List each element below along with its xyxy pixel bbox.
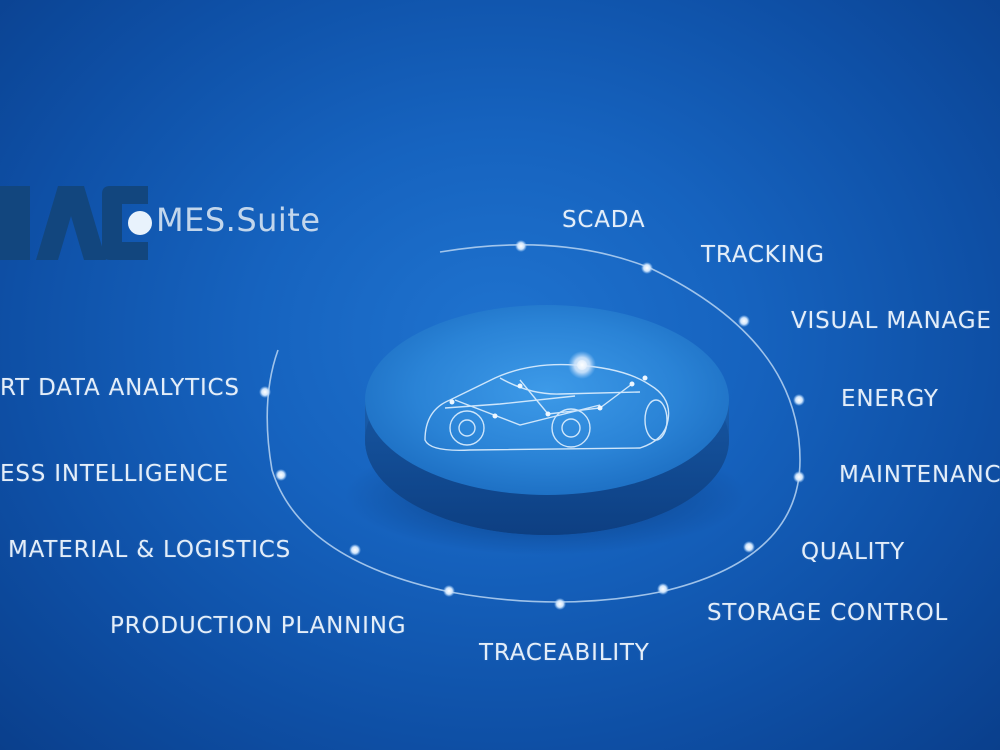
module-tracking[interactable]: TRACKING bbox=[701, 242, 825, 268]
module-traceability[interactable]: TRACEABILITY bbox=[479, 640, 650, 666]
ring-node bbox=[554, 598, 566, 610]
ring-node bbox=[275, 469, 287, 481]
ring-node bbox=[657, 583, 669, 595]
ring-node bbox=[349, 544, 361, 556]
ring-node bbox=[738, 315, 750, 327]
module-energy[interactable]: ENERGY bbox=[841, 386, 939, 412]
module-storage-control[interactable]: STORAGE CONTROL bbox=[707, 600, 949, 626]
ring-node bbox=[443, 585, 455, 597]
module-material-logistics[interactable]: MATERIAL & LOGISTICS bbox=[8, 537, 292, 563]
ring-node bbox=[743, 541, 755, 553]
module-smart-data-analytics[interactable]: RT DATA ANALYTICS bbox=[0, 375, 240, 401]
module-scada[interactable]: SCADA bbox=[562, 207, 646, 233]
car-wireframe-icon bbox=[424, 363, 670, 451]
module-visual-management[interactable]: VISUAL MANAGE bbox=[791, 308, 992, 334]
module-quality[interactable]: QUALITY bbox=[801, 539, 905, 565]
ring-node bbox=[641, 262, 653, 274]
ring-arc-right bbox=[439, 244, 801, 603]
ring-node bbox=[793, 471, 805, 483]
ring-node bbox=[259, 386, 271, 398]
ring-nodes bbox=[259, 240, 805, 610]
module-business-intelligence[interactable]: ESS INTELLIGENCE bbox=[0, 461, 229, 487]
cac-logo bbox=[0, 186, 152, 260]
suite-name: MES.Suite bbox=[156, 201, 321, 239]
ring-node bbox=[515, 240, 527, 252]
module-production-planning[interactable]: PRODUCTION PLANNING bbox=[110, 613, 407, 639]
module-maintenance[interactable]: MAINTENANC bbox=[839, 462, 1000, 488]
center-disc bbox=[365, 305, 729, 495]
ring-node bbox=[793, 394, 805, 406]
